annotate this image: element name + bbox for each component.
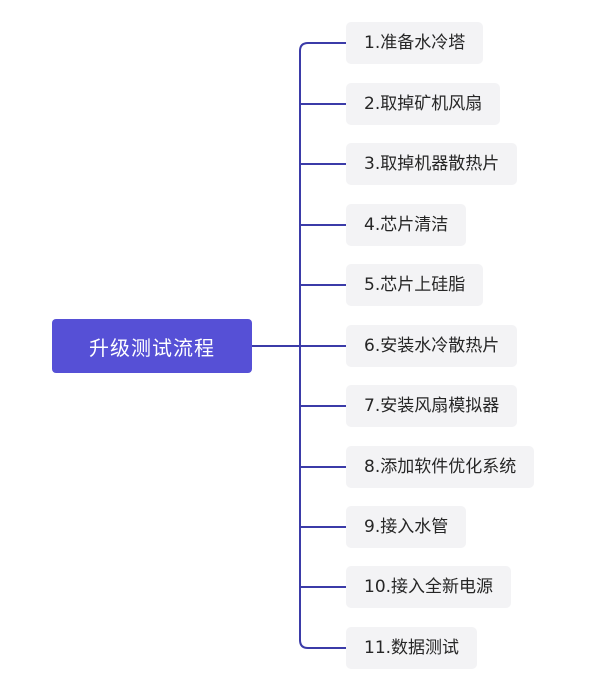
step-node-4-label: 4.芯片清洁 — [364, 215, 449, 235]
branch-connector-1 — [299, 42, 347, 52]
step-node-10-label: 10.接入全新电源 — [364, 577, 494, 597]
step-node-4[interactable]: 4.芯片清洁 — [346, 204, 467, 246]
step-node-11[interactable]: 11.数据测试 — [346, 627, 478, 669]
step-node-10[interactable]: 10.接入全新电源 — [346, 566, 512, 608]
step-node-9[interactable]: 9.接入水管 — [346, 506, 467, 548]
step-node-1-label: 1.准备水冷塔 — [364, 33, 466, 53]
step-node-6-label: 6.安装水冷散热片 — [364, 336, 500, 356]
step-node-8-label: 8.添加软件优化系统 — [364, 457, 517, 477]
step-node-11-label: 11.数据测试 — [364, 638, 460, 658]
step-node-6[interactable]: 6.安装水冷散热片 — [346, 325, 518, 367]
step-node-3[interactable]: 3.取掉机器散热片 — [346, 143, 518, 185]
step-node-2-label: 2.取掉矿机风扇 — [364, 94, 483, 114]
step-node-8[interactable]: 8.添加软件优化系统 — [346, 446, 535, 488]
step-node-1[interactable]: 1.准备水冷塔 — [346, 22, 484, 64]
branch-connector-11 — [299, 639, 347, 649]
step-node-5[interactable]: 5.芯片上硅脂 — [346, 264, 484, 306]
step-node-9-label: 9.接入水管 — [364, 517, 449, 537]
step-node-5-label: 5.芯片上硅脂 — [364, 275, 466, 295]
root-node-label: 升级测试流程 — [89, 335, 215, 360]
root-node[interactable]: 升级测试流程 — [52, 319, 252, 373]
step-node-7-label: 7.安装风扇模拟器 — [364, 396, 500, 416]
step-node-2[interactable]: 2.取掉矿机风扇 — [346, 83, 501, 125]
step-node-3-label: 3.取掉机器散热片 — [364, 154, 500, 174]
step-node-7[interactable]: 7.安装风扇模拟器 — [346, 385, 518, 427]
